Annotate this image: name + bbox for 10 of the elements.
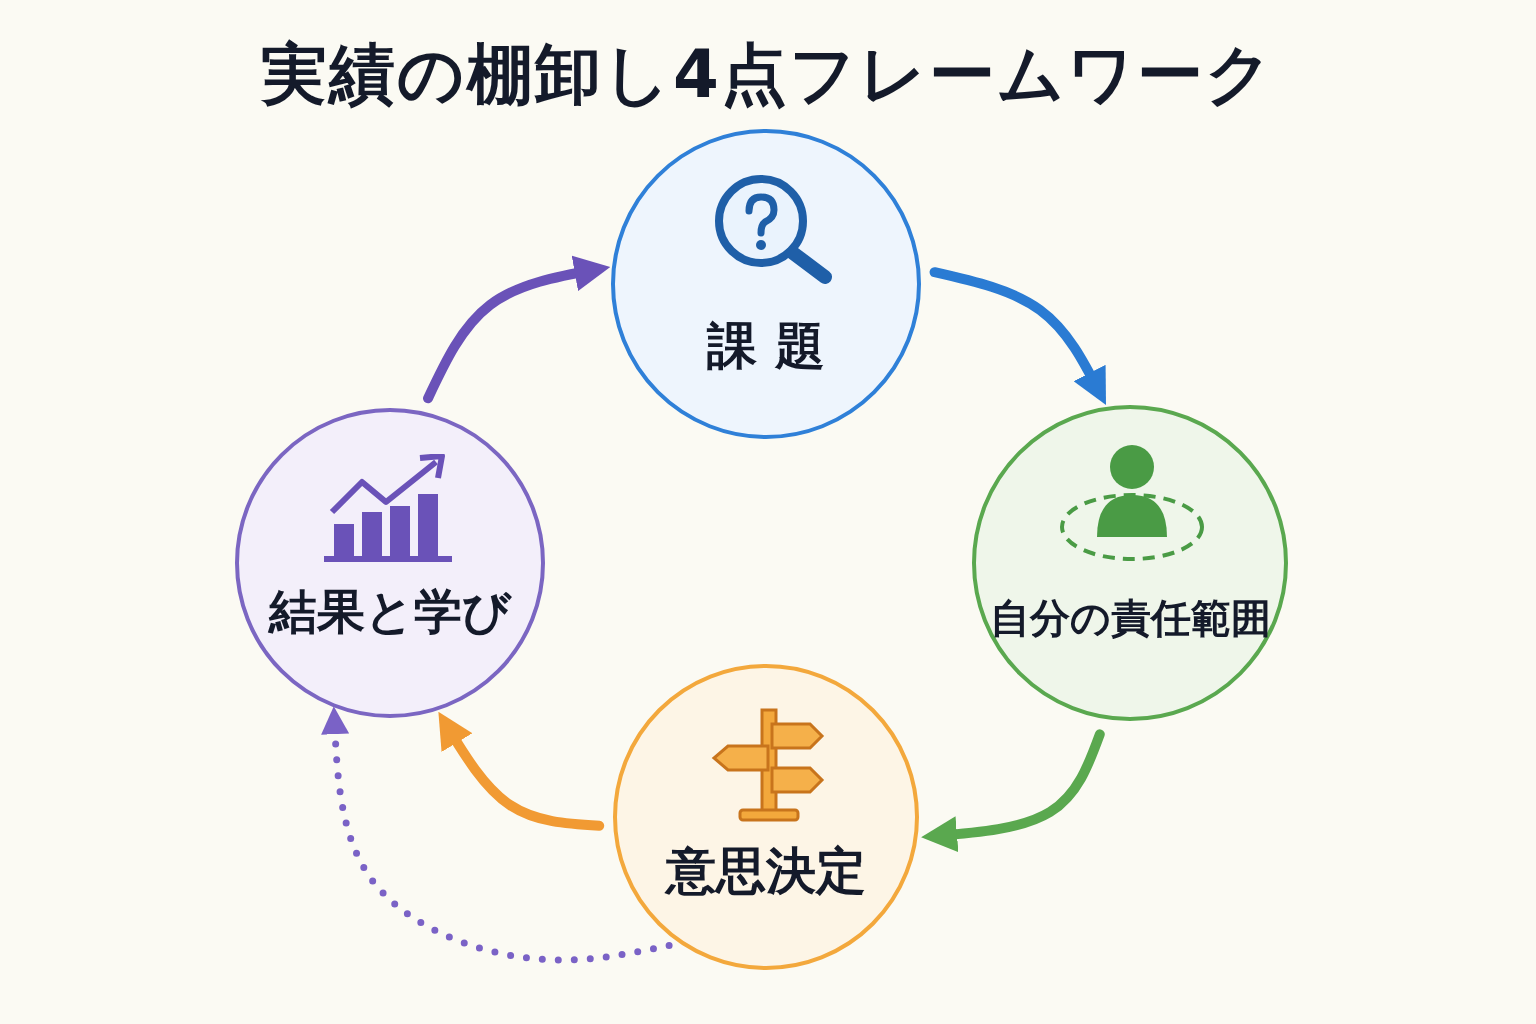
step-label: 結果と学び <box>267 582 513 641</box>
curved-arrow <box>921 729 1105 853</box>
dotted-arrow <box>321 706 673 964</box>
step-label: 課題 <box>705 316 844 377</box>
curved-arrow <box>929 267 1106 406</box>
curved-arrow <box>423 255 611 404</box>
step-label: 意思決定 <box>663 841 867 902</box>
diagram-title: 実績の棚卸し4点フレームワーク <box>260 35 1276 115</box>
step-label: 自分の責任範囲 <box>988 594 1272 643</box>
curved-arrow <box>438 711 605 831</box>
